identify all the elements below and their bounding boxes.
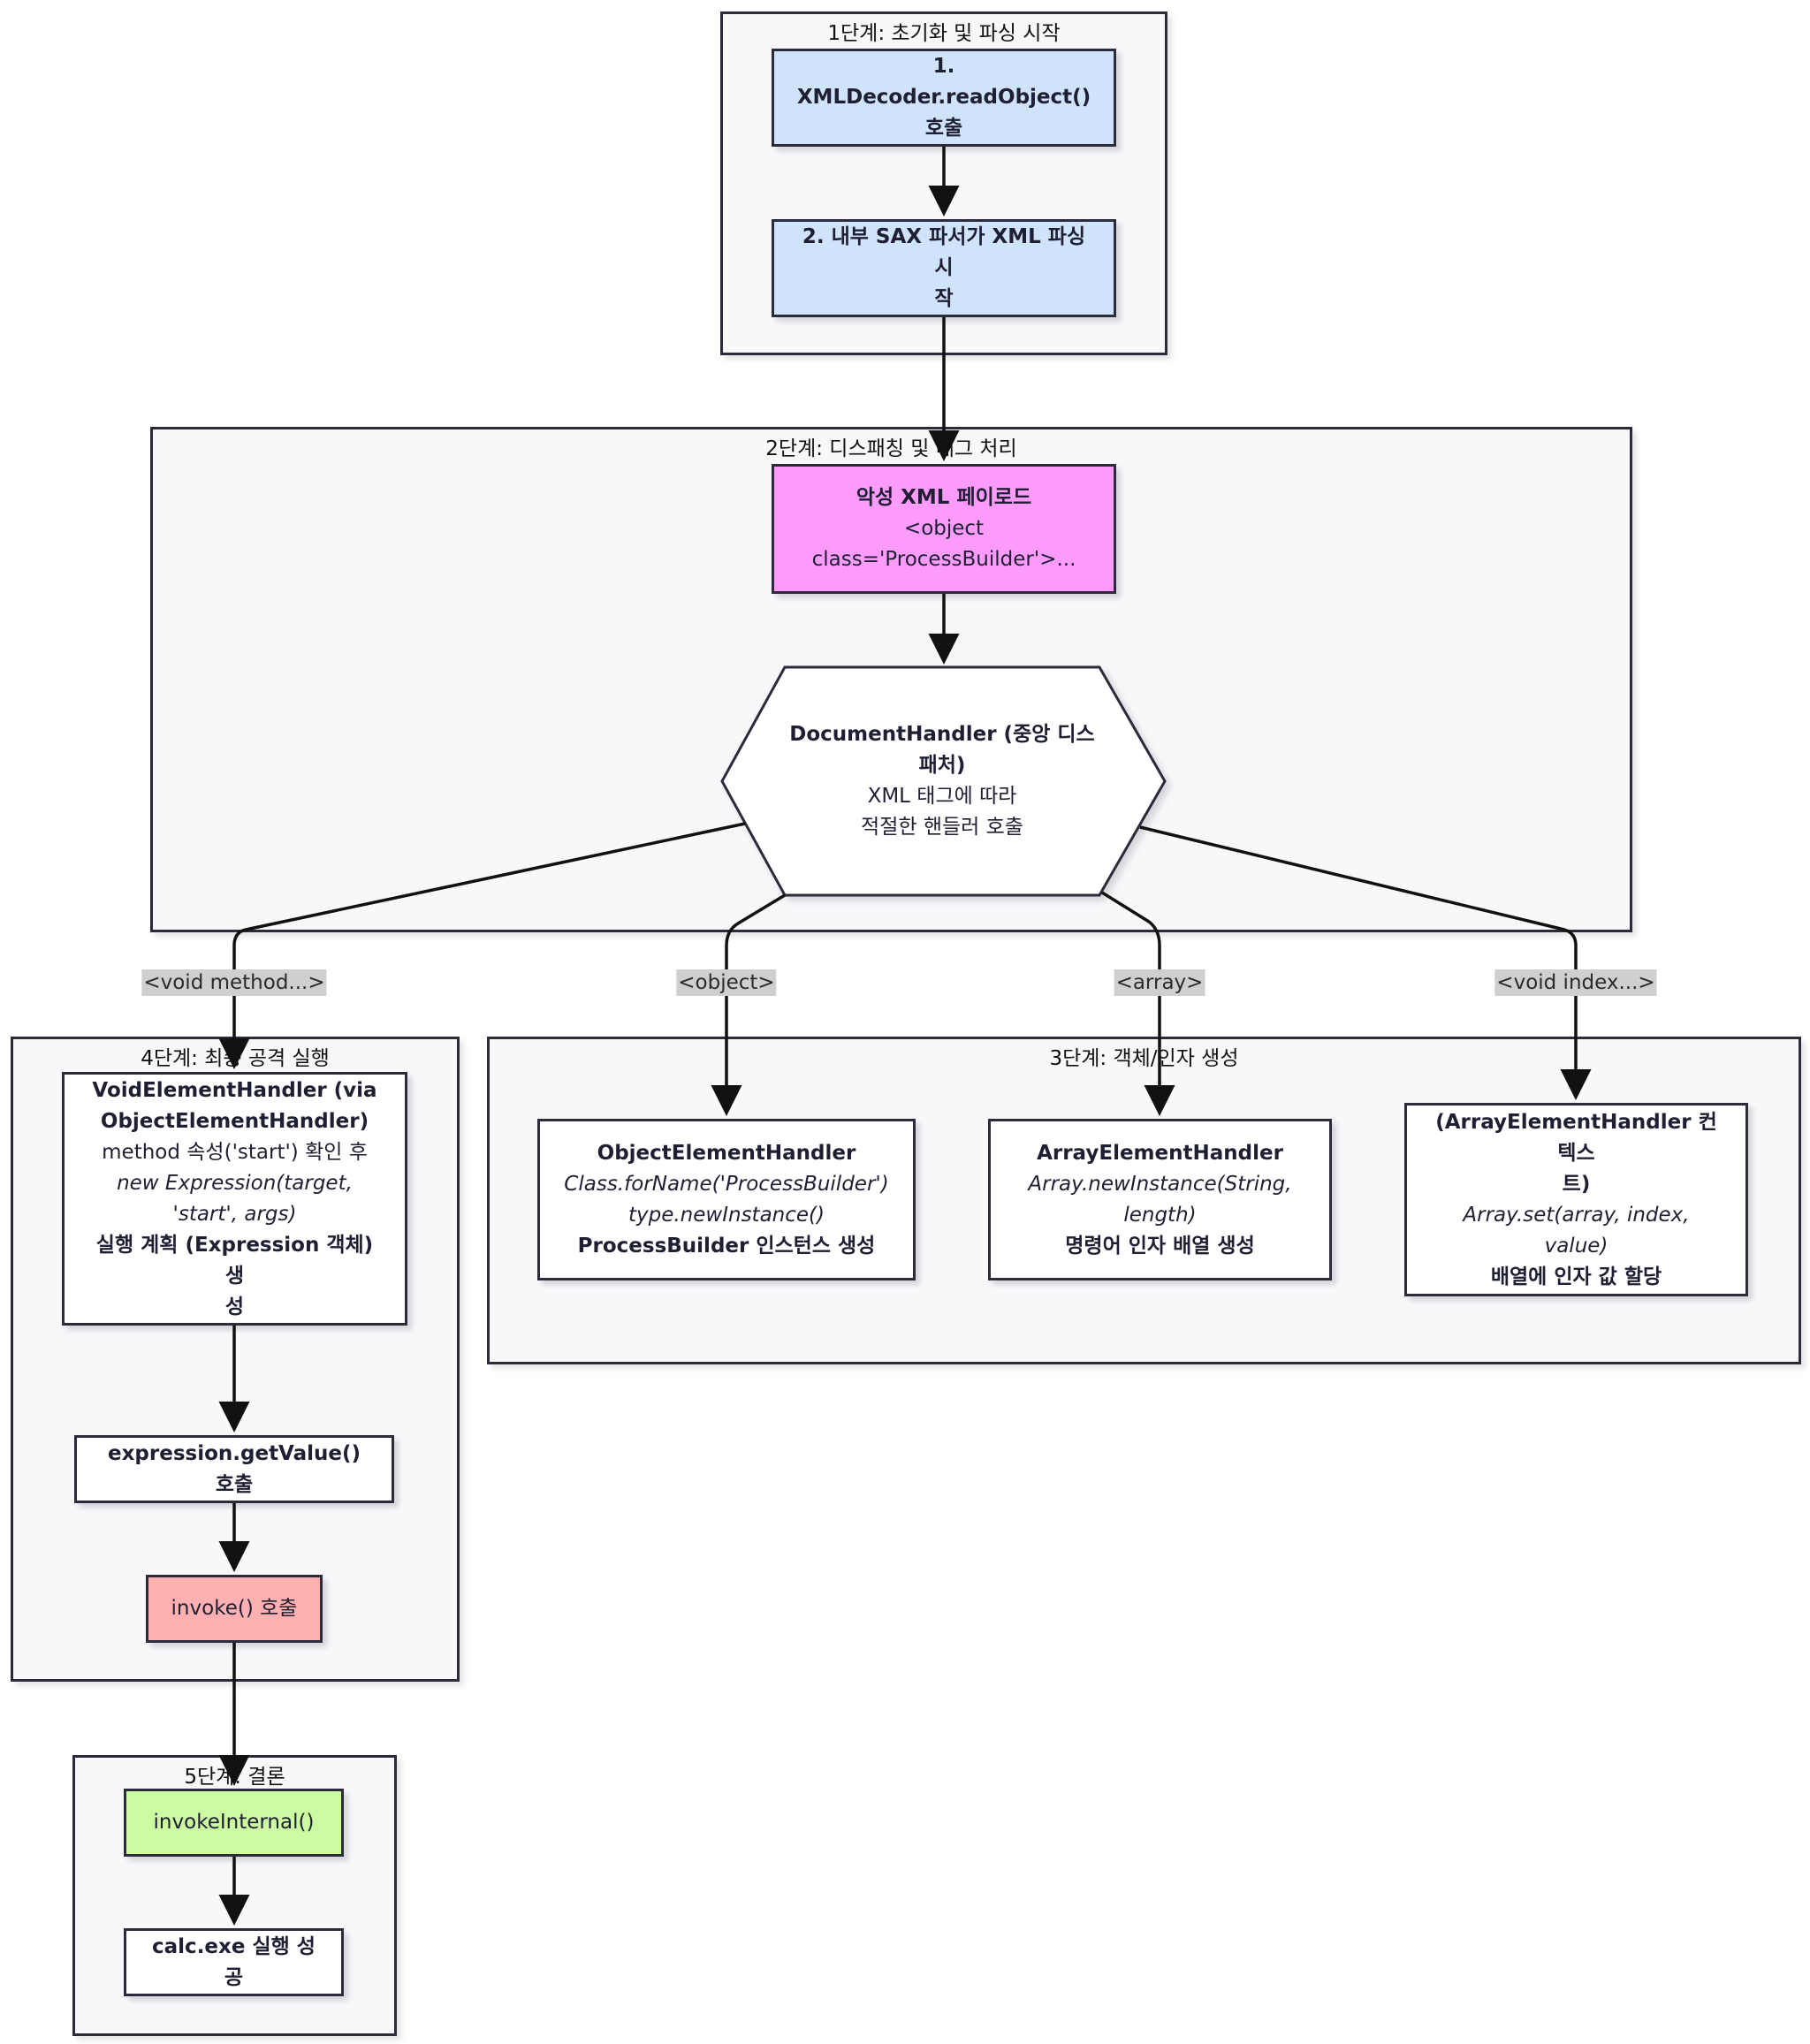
- array-element-handler-node: ArrayElementHandler Array.newInstance(St…: [988, 1119, 1332, 1280]
- invoke-internal-label: invokeInternal(): [153, 1811, 315, 1834]
- edge-label-array: <array>: [1114, 969, 1205, 996]
- edge-dispatcher-to-void: [218, 822, 746, 1069]
- dispatcher-line1: XML 태그에 따라: [867, 785, 1017, 808]
- edge-label-object: <object>: [676, 969, 777, 996]
- readobject-line1: 1. XMLDecoder.readObject(): [796, 55, 1091, 109]
- array-handler-line2: length): [1123, 1203, 1197, 1227]
- calc-success-node: calc.exe 실행 성공: [124, 1928, 344, 1996]
- sax-parser-node: 2. 내부 SAX 파서가 XML 파싱 시 작: [772, 219, 1116, 317]
- stage3-title: 3단계: 객체/인자 생성: [1049, 1047, 1239, 1070]
- object-handler-line2: type.newInstance(): [627, 1203, 825, 1227]
- void-handler-line1: method 속성('start') 확인 후: [102, 1140, 368, 1164]
- dispatcher-line2: 적절한 핸들러 호출: [861, 816, 1023, 839]
- void-handler-line5: 성: [224, 1295, 245, 1318]
- sax-parser-line2: 작: [934, 287, 954, 310]
- invoke-label: invoke() 호출: [171, 1597, 298, 1620]
- array-context-title1: (ArrayElementHandler 컨텍스: [1435, 1110, 1717, 1165]
- invoke-internal-node: invokeInternal(): [124, 1789, 344, 1857]
- dispatcher-title1: DocumentHandler (중앙 디스: [789, 723, 1095, 746]
- array-handler-line1: Array.newInstance(String,: [1028, 1172, 1292, 1196]
- edge-dispatcher-to-array: [1101, 891, 1175, 1116]
- payload-title: 악성 XML 페이로드: [856, 486, 1032, 509]
- object-element-handler-node: ObjectElementHandler Class.forName('Proc…: [537, 1119, 916, 1280]
- array-context-node: (ArrayElementHandler 컨텍스 트) Array.set(ar…: [1404, 1103, 1748, 1296]
- array-handler-line3: 명령어 인자 배열 생성: [1065, 1234, 1255, 1258]
- stage1-title: 1단계: 초기화 및 파싱 시작: [827, 22, 1061, 45]
- void-handler-title1: VoidElementHandler (via: [92, 1078, 377, 1102]
- dispatcher-node: DocumentHandler (중앙 디스 패처) XML 태그에 따라 적절…: [785, 667, 1099, 895]
- void-element-handler-node: VoidElementHandler (via ObjectElementHan…: [62, 1072, 407, 1326]
- stage2-title: 2단계: 디스패칭 및 태그 처리: [765, 437, 1017, 460]
- readobject-line2: 호출: [924, 117, 963, 140]
- array-context-line1: Array.set(array, index,: [1463, 1203, 1690, 1227]
- array-context-line2: value): [1544, 1234, 1608, 1258]
- invoke-node: invoke() 호출: [146, 1575, 323, 1643]
- calc-success-label: calc.exe 실행 성공: [152, 1934, 316, 1989]
- readobject-node: 1. XMLDecoder.readObject() 호출: [772, 49, 1116, 147]
- dispatcher-title2: 패처): [918, 754, 966, 777]
- sax-parser-line1: 2. 내부 SAX 파서가 XML 파싱 시: [802, 225, 1086, 279]
- get-value-node: expression.getValue() 호출: [74, 1435, 394, 1503]
- payload-line2: class='ProcessBuilder'>...: [811, 548, 1076, 571]
- void-handler-line3: 'start', args): [172, 1202, 297, 1226]
- object-handler-line3: ProcessBuilder 인스턴스 생성: [577, 1234, 876, 1258]
- payload-line1: <object: [903, 517, 985, 540]
- object-handler-title: ObjectElementHandler: [597, 1141, 856, 1165]
- array-context-line3: 배열에 인자 값 할당: [1490, 1265, 1662, 1288]
- array-context-title2: 트): [1562, 1172, 1591, 1196]
- edge-dispatcher-to-array-context: [1139, 825, 1592, 1100]
- dispatcher-hexagon: [720, 665, 1167, 897]
- object-handler-line1: Class.forName('ProcessBuilder'): [564, 1172, 889, 1196]
- edge-label-void-method: <void method...>: [141, 969, 327, 996]
- void-handler-line4: 실행 계획 (Expression 객체) 생: [95, 1233, 374, 1288]
- edge-label-void-index: <void index...>: [1494, 969, 1657, 996]
- void-handler-line2: new Expression(target,: [117, 1171, 353, 1195]
- array-handler-title: ArrayElementHandler: [1037, 1141, 1283, 1165]
- edge-dispatcher-to-object: [711, 893, 786, 1116]
- get-value-label: expression.getValue() 호출: [107, 1441, 361, 1496]
- malicious-payload-node: 악성 XML 페이로드 <object class='ProcessBuilde…: [772, 464, 1116, 594]
- void-handler-title2: ObjectElementHandler): [100, 1109, 369, 1133]
